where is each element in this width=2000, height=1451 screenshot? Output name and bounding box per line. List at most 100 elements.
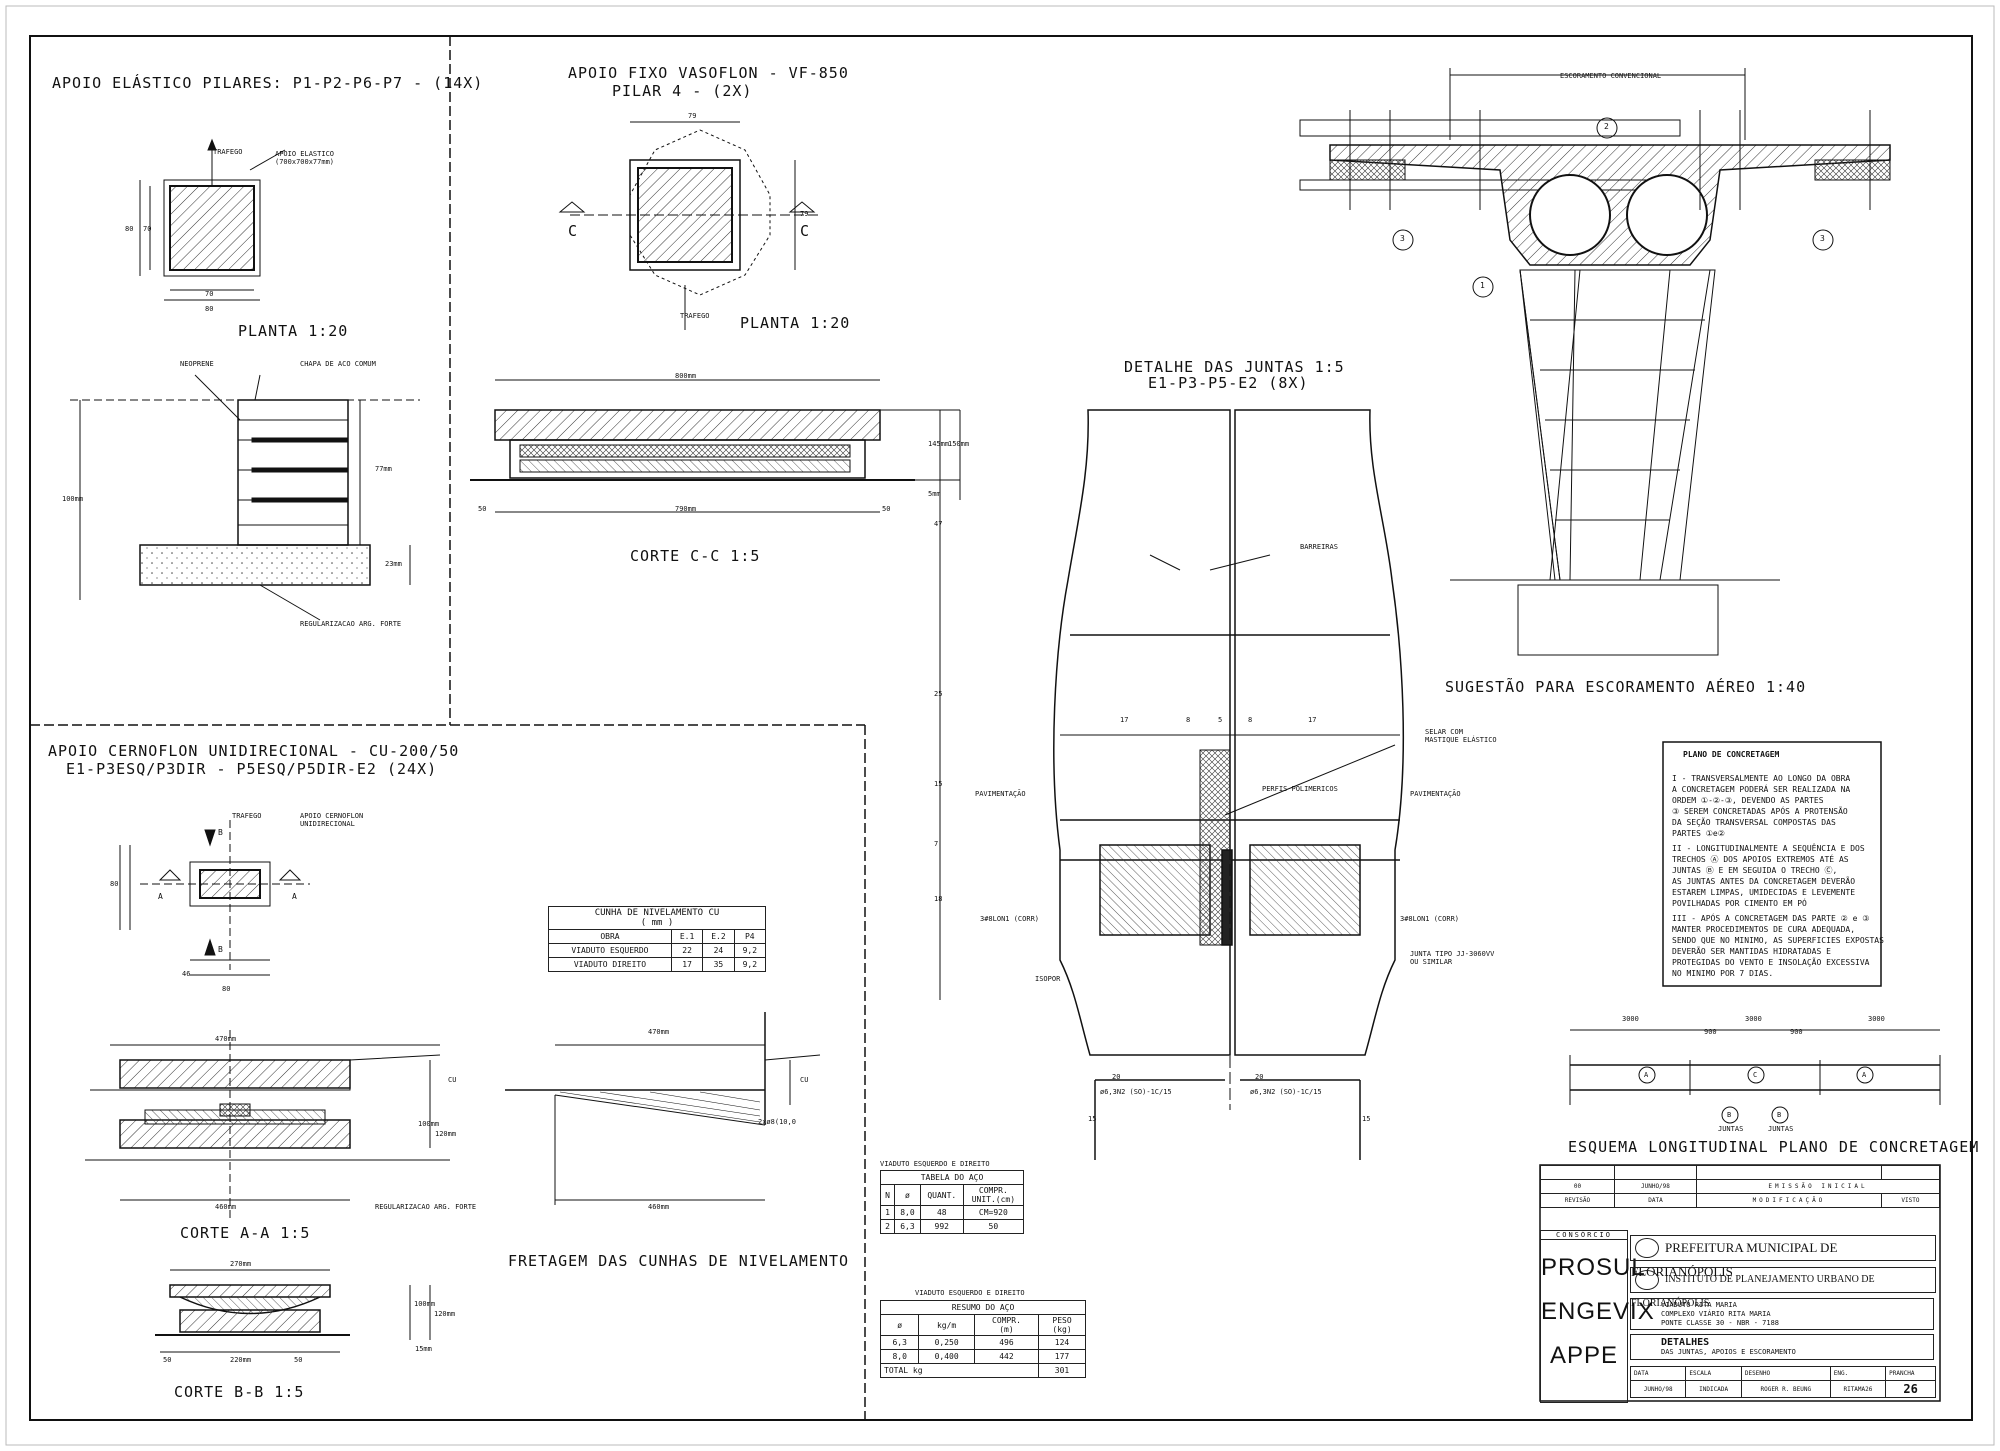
wedge-table-header-1: E.1 bbox=[670, 929, 704, 944]
dim-15a: 15 bbox=[1088, 1115, 1097, 1123]
dim-800: 800mm bbox=[675, 372, 697, 380]
summary-table-title: RESUMO DO AÇO bbox=[880, 1300, 1086, 1315]
conventional-shoring-label: ESCORAMENTO CONVENCIONAL bbox=[1560, 72, 1662, 80]
steel-table-header-2: QUANT. bbox=[919, 1184, 964, 1206]
elastic-plan-label: PLANTA 1:20 bbox=[238, 322, 349, 340]
cernoflon-traffic: TRAFEGO bbox=[232, 812, 262, 820]
summary-table-cell: 8,0 bbox=[879, 1349, 920, 1364]
steel-table-cell: CM=920 bbox=[962, 1205, 1025, 1220]
wedge-table-header-0: OBRA bbox=[548, 929, 672, 944]
vasoflon-title: APOIO FIXO VASOFLON - VF-850 bbox=[568, 64, 849, 82]
summary-table-cell: 496 bbox=[973, 1335, 1040, 1350]
drawing-title: DETALHES bbox=[1661, 1337, 1710, 1348]
vasoflon-subtitle: PILAR 4 - (2X) bbox=[612, 82, 753, 100]
dim-3000a: 3000 bbox=[1622, 1015, 1639, 1023]
dim-20a: 20 bbox=[1112, 1073, 1121, 1081]
dim-8a: 8 bbox=[1186, 716, 1191, 724]
joint-subtitle: E1-P3-P5-E2 (8X) bbox=[1148, 374, 1309, 392]
cut-b-bottom: B bbox=[218, 945, 223, 954]
concreting-note-2: II - LONGITUDINALMENTE A SEQUÊNCIA E DOS… bbox=[1672, 844, 1865, 908]
segment-a2: A bbox=[1862, 1071, 1867, 1079]
dim-50-bl: 50 bbox=[163, 1356, 172, 1364]
dim-150: 150mm bbox=[948, 440, 970, 448]
cut-b-top: B bbox=[218, 828, 223, 837]
wedge-table-title: CUNHA DE NIVELAMENTO CU ( mm ) bbox=[548, 906, 766, 930]
consortium-box: CONSÓRCIO PROSUL ENGEVIX APPE bbox=[1540, 1230, 1655, 1403]
wedge-table-cell: 17 bbox=[670, 957, 704, 972]
sealant-label: SELAR COM MASTIQUE ELÁSTICO bbox=[1425, 728, 1497, 744]
dim-15b: 15 bbox=[1362, 1115, 1371, 1123]
dim-17b: 17 bbox=[1308, 716, 1317, 724]
paving-right-label: PAVIMENTAÇÃO bbox=[1410, 790, 1461, 798]
drawn-by-label: DESENHO bbox=[1740, 1366, 1831, 1381]
dim-270: 270mm bbox=[230, 1260, 252, 1268]
prefeitura-logo-icon bbox=[1635, 1238, 1659, 1258]
steel-table-header-0: N bbox=[879, 1184, 896, 1206]
dim-25: 25 bbox=[934, 690, 943, 698]
joints-label-2: JUNTAS bbox=[1768, 1125, 1794, 1133]
dim-220: 220mm bbox=[230, 1356, 252, 1364]
dim-790: 790mm bbox=[675, 505, 697, 513]
wedge-table-cell: VIADUTO ESQUERDO bbox=[548, 943, 672, 958]
steel-table-cell: 48 bbox=[919, 1205, 964, 1220]
dim-50b: 50 bbox=[882, 505, 891, 513]
drawing-subtitle: DAS JUNTAS, APOIOS E ESCORAMENTO bbox=[1661, 1348, 1796, 1356]
vasoflon-plan-label: PLANTA 1:20 bbox=[740, 314, 851, 332]
regularization-label: REGULARIZACAO ARG. FORTE bbox=[375, 1203, 477, 1211]
project-line-1: VIADUTO RITA MARIA bbox=[1661, 1301, 1737, 1309]
dim-900a: 900 bbox=[1704, 1028, 1717, 1036]
cut-bb-label: CORTE B-B 1:5 bbox=[174, 1383, 305, 1401]
cut-letter-left: C bbox=[568, 222, 579, 240]
scale-value: INDICADA bbox=[1685, 1380, 1742, 1398]
bottom-rebar-right: ø6,3N2 (SO)-1C/15 bbox=[1250, 1088, 1322, 1096]
drawn-by-value: ROGER R. BEUNG bbox=[1740, 1380, 1831, 1398]
paving-left-label: PAVIMENTAÇÃO bbox=[975, 790, 1026, 798]
steel-table-cell: 2 bbox=[879, 1219, 896, 1234]
summary-table-header-0: ø bbox=[879, 1314, 920, 1336]
dim-20b: 20 bbox=[1255, 1073, 1264, 1081]
concreting-note-1: I - TRANSVERSALMENTE AO LONGO DA OBRA A … bbox=[1672, 774, 1851, 838]
modification-header: MODIFICAÇÃO bbox=[1696, 1193, 1882, 1208]
revision-number: 00 bbox=[1540, 1179, 1615, 1194]
leveling-mortar-label: REGULARIZACAO ARG. FORTE bbox=[300, 620, 402, 628]
revision-header: REVISÃO bbox=[1540, 1193, 1615, 1208]
segment-c: C bbox=[1753, 1071, 1758, 1079]
polymer-profiles-label: PERFIS POLIMERICOS bbox=[1262, 785, 1338, 793]
project-line-2: COMPLEXO VIÁRIO RITA MARIA bbox=[1661, 1310, 1771, 1318]
consortium-label: CONSÓRCIO bbox=[1541, 1231, 1627, 1240]
dim-50-br: 50 bbox=[294, 1356, 303, 1364]
steel-table-cell: 1 bbox=[879, 1205, 896, 1220]
dim-50a: 50 bbox=[478, 505, 487, 513]
dim-23: 23mm bbox=[385, 560, 402, 568]
dim-79: 79 bbox=[688, 112, 697, 120]
steel-table-header-3: COMPR. UNIT.(cm) bbox=[962, 1184, 1025, 1206]
project-box: VIADUTO RITA MARIA COMPLEXO VIÁRIO RITA … bbox=[1630, 1298, 1934, 1330]
dim-5mm: 5mm bbox=[928, 490, 941, 498]
summary-table-header-1: kg/m bbox=[918, 1314, 975, 1336]
rebar-left-label: 3#8LON1 (CORR) bbox=[980, 915, 1040, 923]
sheet-number: 26 bbox=[1885, 1380, 1936, 1398]
dim-3000c: 3000 bbox=[1868, 1015, 1885, 1023]
steel-table-header-1: ø bbox=[894, 1184, 921, 1206]
dim-80v-c: 80 bbox=[110, 880, 119, 888]
cernoflon-subtitle: E1-P3ESQ/P3DIR - P5ESQ/P5DIR-E2 (24X) bbox=[66, 760, 438, 778]
summary-table-header-3: PESO (kg) bbox=[1038, 1314, 1086, 1336]
elastic-bearing-plan bbox=[139, 138, 286, 301]
dim-100-b: 100mm bbox=[414, 1300, 436, 1308]
firm-2: ENGEVIX bbox=[1541, 1298, 1655, 1325]
shoring-title: SUGESTÃO PARA ESCORAMENTO AÉREO 1:40 bbox=[1445, 678, 1807, 696]
summary-table-cell: 0,400 bbox=[918, 1349, 975, 1364]
dim-17a: 17 bbox=[1120, 716, 1129, 724]
traffic-label: TRAFEGO bbox=[213, 148, 243, 156]
elastic-bearing-note: APOIO ELASTICO (700x700x77mm) bbox=[275, 150, 335, 166]
vasoflon-plan bbox=[558, 121, 820, 330]
callout-1: 1 bbox=[1480, 281, 1485, 290]
steel-table-cell: 8,0 bbox=[894, 1205, 921, 1220]
concreting-scheme-title: ESQUEMA LONGITUDINAL PLANO DE CONCRETAGE… bbox=[1568, 1138, 1980, 1156]
date-label: DATA bbox=[1629, 1366, 1687, 1381]
